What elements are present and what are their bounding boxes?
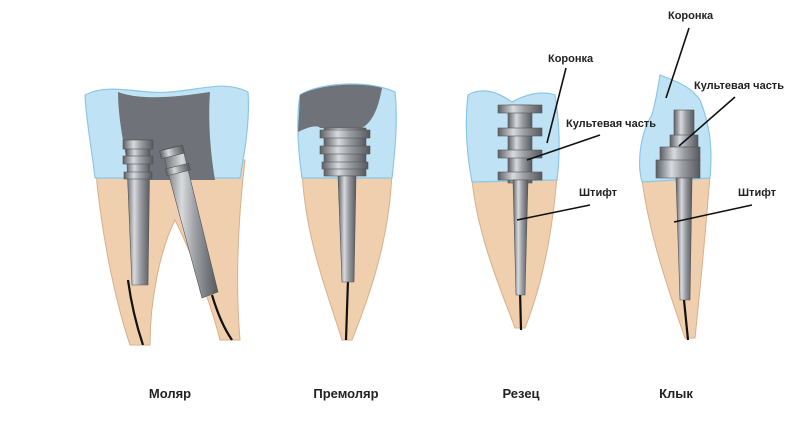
canine-tooth <box>639 74 712 341</box>
incisor-crown-leader <box>546 67 567 144</box>
canine-crown-label: Коронка <box>668 10 714 22</box>
caption-incisor: Резец <box>502 386 539 401</box>
incisor-post <box>497 104 543 296</box>
canine-post-label: Штифт <box>738 187 777 199</box>
canine-core-leader <box>678 96 736 147</box>
incisor-core-leader <box>526 134 601 161</box>
canine-root <box>641 174 711 339</box>
molar-post-right <box>159 144 219 299</box>
caption-premolar: Премоляр <box>313 386 378 401</box>
premolar-filling <box>298 84 382 132</box>
canine-crown-leader <box>665 27 690 99</box>
incisor-core-label: Культевая часть <box>566 118 656 130</box>
incisor-post-label: Штифт <box>579 187 618 199</box>
incisor-post-leader <box>516 204 591 221</box>
premolar-post <box>319 127 371 283</box>
molar-root <box>94 159 246 346</box>
canine-core-label: Культевая часть <box>694 80 784 92</box>
incisor-tooth <box>465 90 560 331</box>
incisor-root <box>471 174 558 329</box>
molar-tooth <box>84 85 250 346</box>
caption-canine: Клык <box>659 386 693 401</box>
caption-molar: Моляр <box>149 386 191 401</box>
canine-post <box>655 109 701 301</box>
molar-post-left <box>122 139 154 286</box>
canine-post-leader <box>673 204 753 223</box>
incisor-crown-label: Коронка <box>548 53 594 65</box>
premolar-tooth <box>297 83 397 341</box>
